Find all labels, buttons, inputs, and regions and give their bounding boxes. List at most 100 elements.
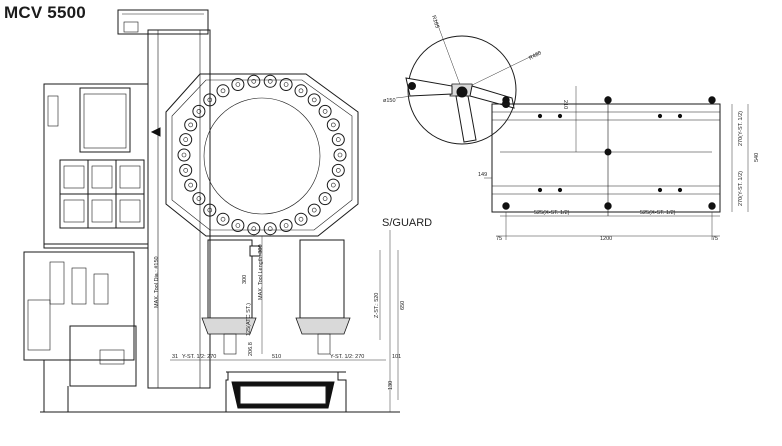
dim-210-label: 210 (562, 100, 568, 109)
table-hole (502, 202, 510, 210)
tool-pocket (216, 84, 230, 98)
cabinet-cell-4 (63, 199, 85, 223)
tool-pocket-core (188, 122, 193, 128)
tool-pocket-core (220, 88, 226, 94)
table-small-hole (557, 187, 563, 193)
tool-pocket-core (330, 182, 336, 188)
tool-right (317, 333, 331, 355)
spindle-nose-left (201, 317, 257, 335)
cabinet-window (83, 93, 127, 149)
tool-pocket-core (235, 82, 241, 87)
filter-1 (49, 261, 65, 305)
tool-pocket-core (337, 152, 343, 158)
tool-pocket (279, 219, 293, 232)
coolant-label (99, 349, 125, 365)
dim-101-label: 101 (392, 354, 401, 360)
dim-206-label: 206.8 (248, 342, 254, 356)
cabinet-cell-5 (91, 199, 113, 223)
tool-pocket-core (322, 196, 328, 201)
control-cabinet (43, 83, 149, 249)
dim-75-left-label: 75 (496, 236, 502, 242)
tool-pocket-core (283, 223, 289, 228)
tool-pocket (318, 104, 332, 118)
tool-pocket-core (267, 226, 273, 231)
table-small-hole (677, 187, 683, 193)
tool-pocket (231, 219, 245, 232)
cabinet-cell-1 (63, 165, 85, 189)
tool-pocket-core (298, 216, 304, 222)
table-small-hole (537, 187, 543, 193)
s-guard-label: S/GUARD (382, 217, 432, 229)
tool-pocket-core (322, 109, 328, 114)
tool-pocket (184, 118, 198, 132)
tool-pocket (247, 74, 261, 88)
table-base-window (239, 385, 327, 405)
max-tool-length-label: MAX. Tool Length: 300 (258, 244, 264, 300)
tool-pocket (192, 192, 206, 206)
tool-pocket-core (235, 223, 241, 228)
x-stroke-left-label: 525(X-ST. 1/2) (534, 210, 570, 216)
column-top-port (123, 21, 139, 33)
table-holes (502, 96, 716, 210)
spindle-right (299, 239, 345, 319)
tool-pocket (203, 203, 217, 217)
tool-pocket-core (183, 137, 188, 142)
dim-149-label: 149 (478, 172, 487, 178)
table-hole (604, 202, 612, 210)
atc-arm-view: R165 ø150 R480 (383, 15, 543, 145)
table-hole (708, 202, 716, 210)
tool-pocket (326, 178, 340, 192)
dim-300-label: 300 (242, 275, 248, 284)
dim-650-label: 650 (400, 301, 406, 310)
max-tool-dia-label: MAX. Tool Dia.: #150 (154, 256, 160, 308)
table-hole (502, 96, 510, 104)
tool-pocket-core (188, 182, 193, 188)
tool-pocket (318, 192, 332, 206)
cabinet-upper-panel (79, 87, 131, 153)
coolant-tank (69, 325, 137, 387)
tool-pocket (247, 222, 261, 236)
gauge-box (249, 245, 261, 257)
valve-block (27, 299, 51, 351)
tool-pocket (263, 74, 277, 88)
tool-pocket (294, 84, 308, 98)
tool-pocket (279, 78, 293, 91)
tool-pocket (333, 148, 347, 162)
tool-pocket-core (220, 216, 226, 222)
dim-75-right-label: 75 (712, 236, 718, 242)
tool-pocket-core (207, 207, 213, 213)
tool-pocket (192, 104, 206, 118)
cabinet-cell-2 (91, 165, 113, 189)
tool-pocket (307, 203, 321, 217)
column-body (147, 29, 211, 389)
drawing-title: MCV 5500 (4, 3, 86, 22)
tool-pocket-core (196, 196, 202, 201)
tool-pocket-core (311, 97, 317, 103)
spindle-gauge-label: 125(ATC ST.) (246, 303, 252, 336)
work-table (491, 103, 721, 213)
table-small-hole (657, 187, 663, 193)
tool-pocket (326, 118, 340, 132)
z-stroke-label: Z-ST.: 520 (374, 293, 380, 318)
atc-arm-lower (455, 95, 477, 143)
tool-pocket-core (251, 226, 257, 231)
x-stroke-right-label: 525(X-ST. 1/2) (640, 210, 676, 216)
r165-label: R165 (430, 15, 440, 29)
table-small-hole (677, 113, 683, 119)
table-hole (604, 96, 612, 104)
table-small-hole (537, 113, 543, 119)
tool-pockets (177, 74, 347, 236)
cabinet-handle (47, 95, 59, 127)
machine-side-view: S/GUARD 31 Y-ST. 1/2: 270 510 Y-ST. 1/2:… (23, 9, 432, 413)
atc-pivot (456, 86, 468, 98)
tool-pocket (179, 163, 193, 177)
tool-pocket-core (251, 79, 257, 84)
tool-magazine-inner (171, 79, 353, 231)
dim-130-label: 130 (388, 381, 394, 390)
tool-magazine (165, 73, 359, 237)
r480-label: R480 (528, 50, 542, 61)
tool-pocket-core (196, 109, 202, 114)
dim-31-label: 31 (172, 354, 178, 360)
